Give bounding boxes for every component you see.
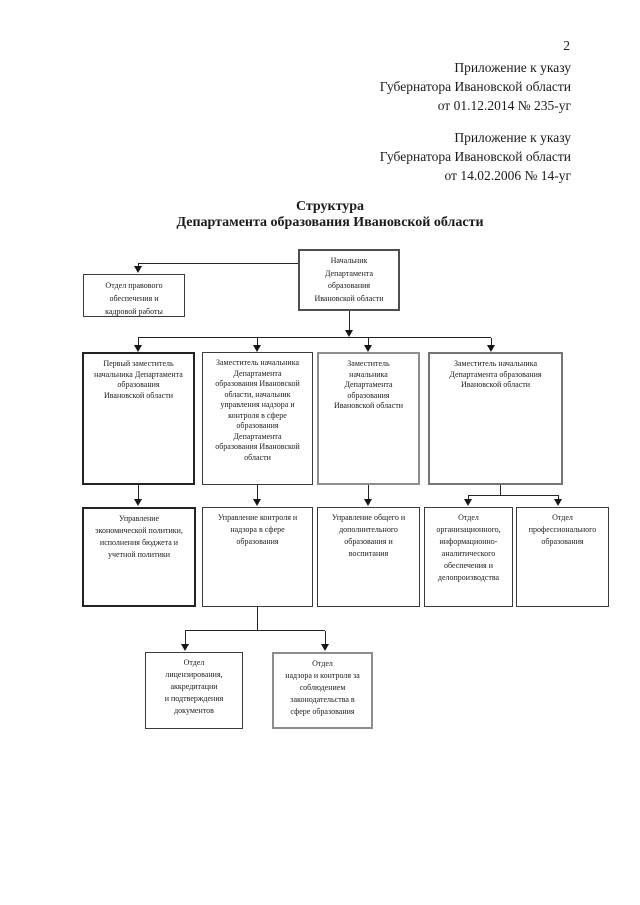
document-title: Структура Департамента образования Ивано… <box>20 199 640 231</box>
connector-line <box>257 607 258 630</box>
connector-line <box>325 631 326 644</box>
org-node-control-dept: Управление контроля и надзора в сфере об… <box>202 507 313 607</box>
org-node-legal-dept: Отдел правового обеспечения и кадровой р… <box>83 274 185 317</box>
document-title-line-2: Департамента образования Ивановской обла… <box>176 215 484 230</box>
connector-arrow <box>253 499 261 506</box>
connector-line <box>185 630 325 631</box>
connector-arrow <box>554 499 562 506</box>
connector-arrow <box>364 345 372 352</box>
connector-line <box>138 338 139 345</box>
org-node-org-info-dept: Отдел организационного, информационно- а… <box>424 507 513 607</box>
connector-line <box>138 485 139 499</box>
org-node-head: Начальник Департамента образования Ивано… <box>298 249 400 311</box>
connector-line <box>558 496 559 499</box>
org-node-prof-education-dept: Отдел профессионального образования <box>516 507 609 607</box>
connector-line <box>368 338 369 345</box>
org-node-general-education-dept: Управление общего и дополнительного обра… <box>317 507 420 607</box>
connector-arrow <box>134 266 142 273</box>
org-node-economic-dept: Управление экономической политики, испол… <box>82 507 196 607</box>
connector-arrow <box>181 644 189 651</box>
connector-line <box>368 485 369 499</box>
connector-line <box>185 631 186 644</box>
annex-reference-1: Приложение к указу Губернатора Ивановско… <box>379 60 571 113</box>
connector-line <box>491 338 492 345</box>
connector-arrow <box>253 345 261 352</box>
connector-line <box>138 263 298 264</box>
page-number: 2 <box>563 38 570 53</box>
connector-line <box>138 337 491 338</box>
org-node-deputy-3: Заместитель начальника Департамента обра… <box>317 352 420 485</box>
connector-arrow <box>321 644 329 651</box>
connector-line <box>500 485 501 496</box>
connector-line <box>349 311 350 331</box>
connector-arrow <box>364 499 372 506</box>
connector-arrow <box>345 330 353 337</box>
connector-arrow <box>487 345 495 352</box>
document-title-line-1: Структура <box>295 199 365 214</box>
connector-line <box>257 338 258 345</box>
connector-line <box>138 264 139 267</box>
org-node-deputy-4: Заместитель начальника Департамента обра… <box>428 352 563 485</box>
connector-line <box>468 496 469 499</box>
connector-line <box>468 495 559 496</box>
org-node-supervision-dept: Отдел надзора и контроля за соблюдением … <box>272 652 373 729</box>
org-node-deputy-supervision: Заместитель начальника Департамента обра… <box>202 352 313 485</box>
connector-arrow <box>134 499 142 506</box>
connector-arrow <box>134 345 142 352</box>
annex-reference-2: Приложение к указу Губернатора Ивановско… <box>379 130 571 183</box>
connector-line <box>257 485 258 499</box>
org-node-first-deputy: Первый заместитель начальника Департамен… <box>82 352 195 485</box>
connector-arrow <box>464 499 472 506</box>
org-node-licensing-dept: Отдел лицензирования, аккредитации и под… <box>145 652 243 729</box>
